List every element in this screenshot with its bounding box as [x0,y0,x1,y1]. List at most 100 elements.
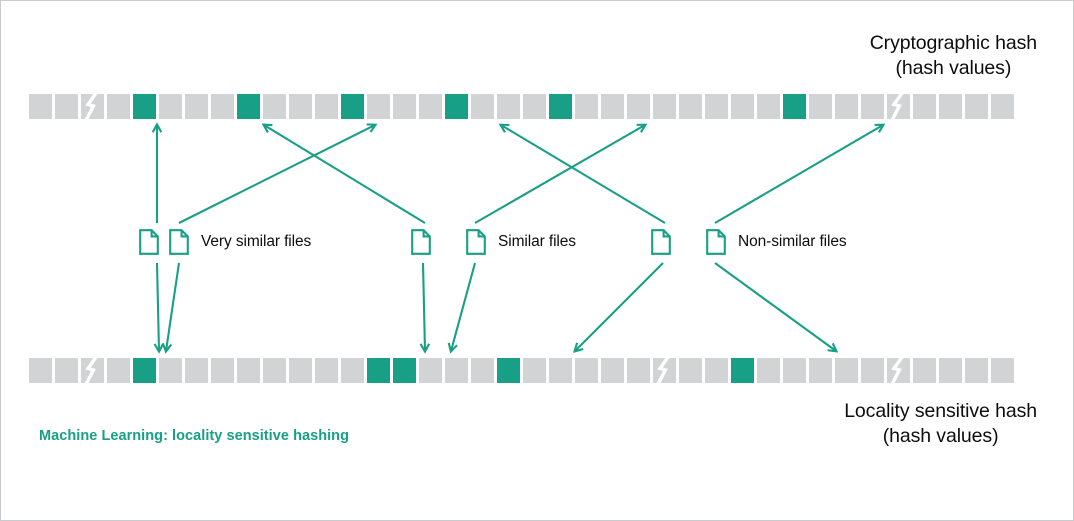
hash-cell [653,94,676,119]
hash-cell [783,358,806,383]
hash-cell [523,358,546,383]
arrow-non-similar-1-up [501,125,666,224]
hash-cell [55,94,78,119]
hash-cell [757,358,780,383]
hash-cell [991,358,1014,383]
hash-cell [731,94,754,119]
hash-cell-highlighted [367,358,390,383]
locality-sensitive-hash-bar [29,358,1014,383]
document-icon [466,229,486,255]
hash-cell [861,94,884,119]
arrow-non-similar-2-up [714,125,883,224]
hash-cell [575,358,598,383]
hash-cell-break [81,358,104,383]
arrow-non-similar-2-down [714,262,836,351]
file-group-non-similar-files: Non-similar files [651,225,847,259]
hash-cell [913,358,936,383]
hash-cell-break [887,358,910,383]
document-icon [411,229,431,255]
hash-cell-highlighted [341,94,364,119]
locality-sensitive-hash-title-line1: Locality sensitive hash [844,400,1037,422]
hash-cell [315,94,338,119]
arrow-very-similar-2-down [166,262,181,351]
hash-cell [627,94,650,119]
document-icon [651,229,671,255]
hash-cell-highlighted [497,358,520,383]
file-group-label: Non-similar files [738,233,847,250]
hash-cell [107,358,130,383]
hash-cell-highlighted [393,358,416,383]
locality-sensitive-hash-title: Locality sensitive hash (hash values) [844,399,1037,449]
file-group-very-similar-files: Very similar files [139,225,311,259]
hash-cell [211,358,234,383]
hash-cell [159,358,182,383]
arrow-similar-1-down [423,262,425,351]
file-group-similar-files: Similar files [411,225,576,259]
hash-cell [185,358,208,383]
file-group-label: Similar files [498,233,576,250]
arrow-very-similar-1-down [157,262,159,351]
hash-cell-highlighted [783,94,806,119]
hash-cell [965,94,988,119]
hash-cell [237,358,260,383]
cryptographic-hash-title: Cryptographic hash (hash values) [870,31,1037,81]
hash-cell [991,94,1014,119]
file-group-label: Very similar files [201,233,312,250]
hash-cell [497,94,520,119]
hash-cell [601,358,624,383]
hash-cell [523,94,546,119]
hash-cell [627,358,650,383]
hash-cell [185,94,208,119]
diagram-caption: Machine Learning: locality sensitive has… [39,428,349,444]
hash-cell-break [81,94,104,119]
hash-cell [289,358,312,383]
hash-cell-highlighted [133,358,156,383]
hash-cell [835,94,858,119]
hash-cell [705,94,728,119]
hash-cell [549,358,572,383]
hash-cell [705,358,728,383]
hash-cell [601,94,624,119]
hash-cell [289,94,312,119]
hash-cell [263,94,286,119]
hash-cell-highlighted [237,94,260,119]
hash-cell [419,358,442,383]
hash-cell [809,358,832,383]
document-icon [169,229,189,255]
hash-cell [809,94,832,119]
arrow-similar-2-down [451,262,477,351]
arrow-similar-2-up [474,125,645,224]
hash-cell [861,358,884,383]
document-icon [139,229,159,255]
cryptographic-hash-title-line1: Cryptographic hash [869,32,1037,54]
hash-cell [159,94,182,119]
hash-cell-highlighted [133,94,156,119]
hash-cell [419,94,442,119]
hash-cell [835,358,858,383]
hash-cell [679,358,702,383]
arrow-similar-1-up [264,125,426,224]
locality-sensitive-hash-title-line2: (hash values) [882,425,999,447]
hash-cell [393,94,416,119]
hash-cell [939,358,962,383]
document-icon [706,229,726,255]
hash-cell [575,94,598,119]
hash-cell [315,358,338,383]
cryptographic-hash-bar [29,94,1014,119]
hash-cell [211,94,234,119]
hash-cell [341,358,364,383]
hash-cell [471,94,494,119]
hash-cell-highlighted [549,94,572,119]
hash-cell [913,94,936,119]
hash-cell [965,358,988,383]
hash-cell [939,94,962,119]
hash-cell-highlighted [445,94,468,119]
arrow-non-similar-1-down [575,262,664,351]
hash-cell [55,358,78,383]
hash-cell-highlighted [731,358,754,383]
hash-cell [757,94,780,119]
arrow-very-similar-2-up [178,125,375,224]
hash-cell [29,358,52,383]
hash-cell [445,358,468,383]
